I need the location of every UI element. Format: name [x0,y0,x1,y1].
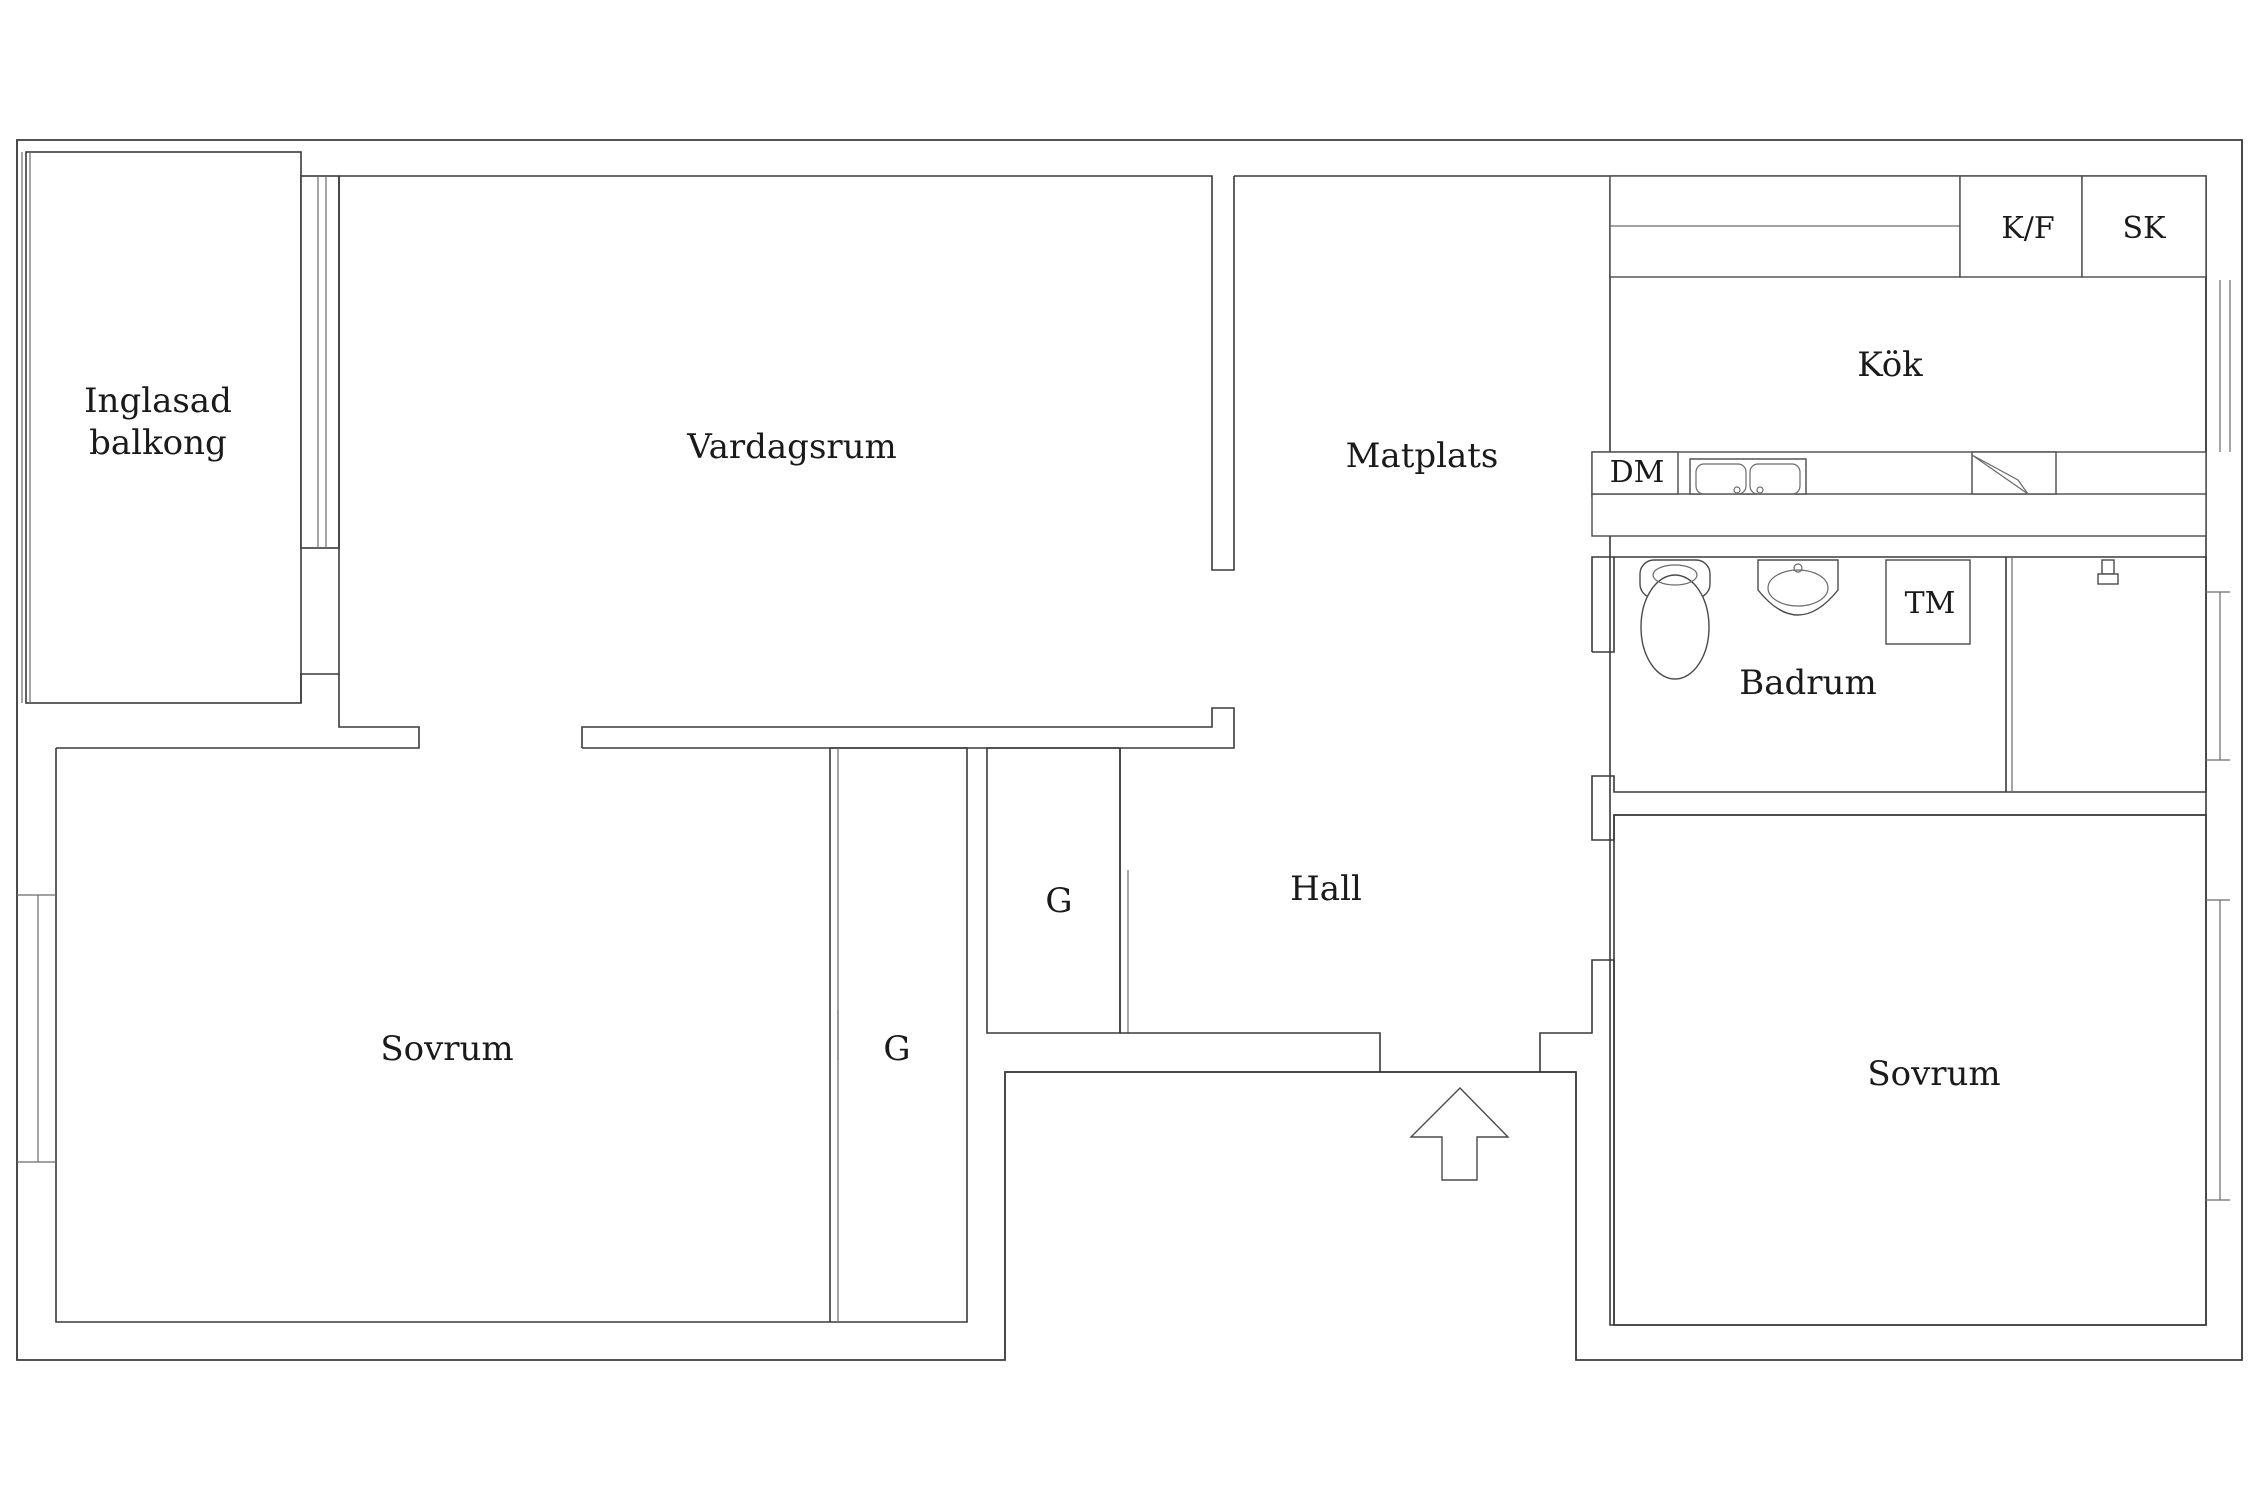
bathroom [1591,556,2230,841]
kitchen-label: Kök [1857,345,1923,385]
balcony-label-line1: Inglasad [84,381,232,421]
wardrobe-bedroom-label: G [883,1029,910,1069]
shower-icon [2097,559,2119,585]
living-room-label: Vardagsrum [686,427,897,467]
dishwasher-unit [1591,451,1679,495]
washbasin-icon [1757,559,1839,616]
washing-machine-unit [1885,559,1971,645]
cabinet-unit [2081,175,2207,278]
bedroom-left-label: Sovrum [380,1029,513,1069]
hall [986,747,1615,1325]
balcony [21,151,340,704]
fridge-freezer-unit [1959,175,2083,278]
sink-icon [1689,458,1807,495]
dining-label: Matplats [1346,436,1499,476]
toilet-icon [1639,559,1711,680]
balcony-label-line2: balkong [89,423,227,463]
dishwasher-label: DM [1610,455,1665,490]
living-room-walls [56,175,1235,749]
wardrobe-hall-label: G [1045,881,1072,921]
washing-machine-label: TM [1905,586,1956,621]
bedroom-right-label: Sovrum [1867,1054,2000,1094]
bedroom-right [1613,814,2230,1326]
hall-label: Hall [1290,869,1362,909]
fridge-freezer-label: K/F [2001,211,2054,246]
outer-walls [16,139,2243,1361]
kitchen-counter [1591,493,2207,537]
kitchen [1234,175,2231,537]
entrance-arrow-icon [1409,1087,1510,1181]
bathroom-label: Badrum [1739,663,1876,703]
cabinet-label: SK [2123,211,2167,246]
bedroom-left [17,747,968,1323]
stove-icon [1971,451,2057,495]
